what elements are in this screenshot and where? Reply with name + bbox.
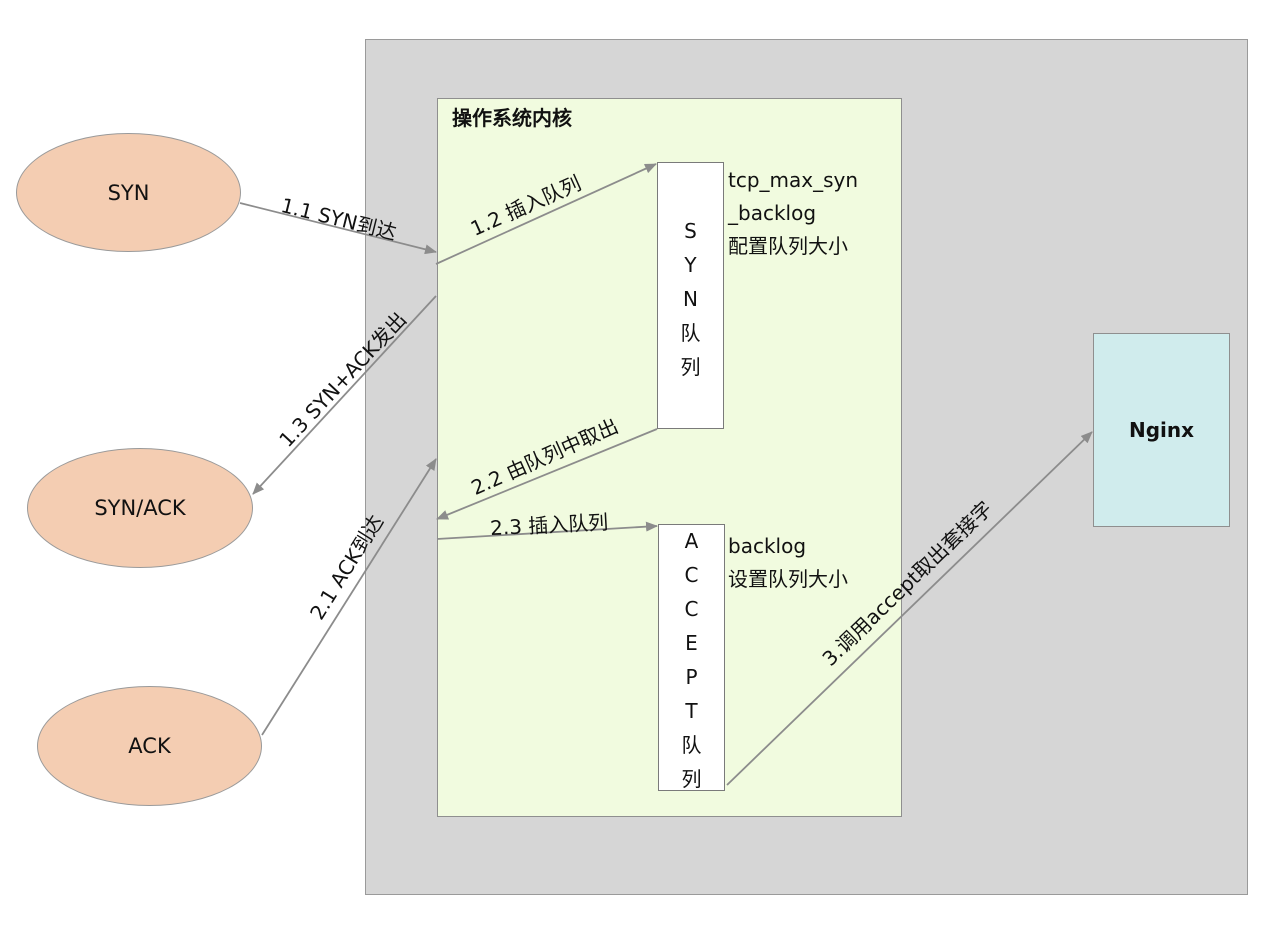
edge-2-2 bbox=[436, 428, 658, 520]
edge-1-1 bbox=[239, 202, 437, 255]
accept-queue-note-1: backlog bbox=[728, 534, 807, 558]
accept-queue-char: P bbox=[685, 665, 698, 689]
accept-queue-note-2: 设置队列大小 bbox=[728, 567, 848, 591]
ack-node: ACK bbox=[37, 686, 262, 806]
syn-queue-char: 队 bbox=[680, 321, 701, 345]
accept-queue-char: T bbox=[685, 699, 698, 723]
syn-queue-char: N bbox=[683, 287, 698, 311]
nginx-box: Nginx bbox=[1093, 333, 1230, 527]
accept-queue-char: 列 bbox=[681, 767, 702, 791]
accept-queue: A C C E P T 队 列 bbox=[658, 524, 725, 791]
edge-1-2 bbox=[435, 163, 657, 265]
edge-label-2-3: 2.3 插入队列 bbox=[489, 509, 609, 541]
edge-2-1 bbox=[261, 458, 437, 736]
synack-node: SYN/ACK bbox=[27, 448, 253, 568]
accept-queue-char: E bbox=[685, 631, 698, 655]
syn-queue-char: S bbox=[684, 219, 697, 243]
syn-queue-char: Y bbox=[684, 253, 697, 277]
accept-queue-char: C bbox=[684, 597, 699, 621]
edge-3 bbox=[726, 431, 1093, 786]
syn-queue-note-1: tcp_max_syn bbox=[728, 168, 859, 192]
syn-queue-char: 列 bbox=[680, 355, 701, 379]
accept-queue-char: C bbox=[684, 563, 699, 587]
syn-node: SYN bbox=[16, 133, 241, 252]
syn-queue-note-3: 配置队列大小 bbox=[728, 234, 848, 258]
edge-2-3 bbox=[436, 521, 658, 540]
syn-queue-note-2: _backlog bbox=[728, 201, 817, 225]
edge-1-3 bbox=[252, 295, 437, 495]
syn-queue: S Y N 队 列 bbox=[657, 162, 724, 429]
kernel-title: 操作系统内核 bbox=[452, 106, 572, 130]
accept-queue-char: 队 bbox=[681, 733, 702, 757]
accept-queue-char: A bbox=[684, 529, 699, 553]
